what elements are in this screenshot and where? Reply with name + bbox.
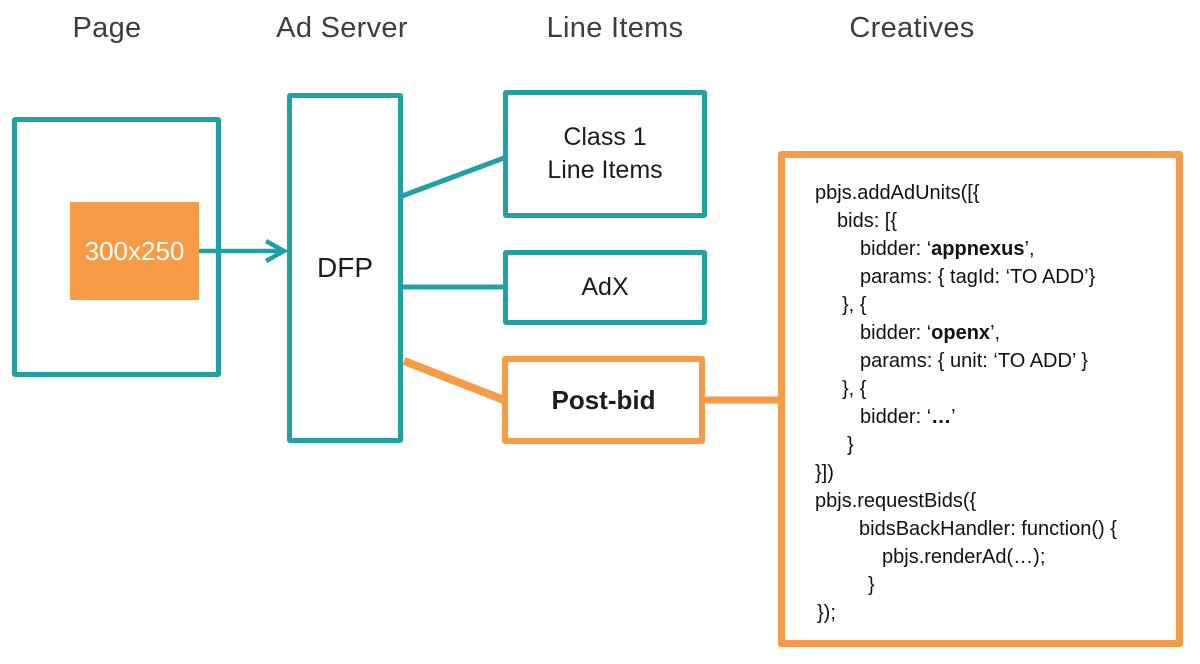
code-line: pbjs.requestBids({ [815,490,977,512]
code-line: }, { [842,294,867,316]
code-line: pbjs.addAdUnits([{ [815,182,980,204]
code-line: bids: [{ [837,210,898,232]
code-line: }]) [815,462,834,484]
code-line: }); [817,602,836,624]
heading-line-items: Line Items [546,12,684,44]
code-line: } [868,574,875,596]
arrowhead-adslot-dfp [264,239,289,263]
code-block: pbjs.addAdUnits([{ bids: [{ bidder: ‘appne… [778,151,1183,647]
heading-creatives: Creatives [849,12,975,44]
code-line: pbjs.renderAd(…); [882,546,1046,568]
class1-line-items-box: Class 1 Line Items [503,90,707,218]
adx-box: AdX [503,250,707,325]
code-line: bidder: ‘…’ [860,406,956,428]
postbid-box: Post-bid [502,356,705,444]
class1-label-line1: Class 1 [563,123,647,151]
code-line: } [847,434,854,456]
heading-ad-server: Ad Server [276,12,408,44]
dfp-label: DFP [317,252,373,283]
dfp-box: DFP [287,93,403,443]
heading-page: Page [72,12,142,44]
connector-dfp-postbid [402,357,506,404]
code-line: }, { [842,378,867,400]
code-line: params: { tagId: ‘TO ADD’} [860,266,1096,288]
class1-label-line2: Line Items [547,156,663,184]
adx-label: AdX [581,273,629,301]
code-line: params: { unit: ‘TO ADD’ } [860,350,1088,372]
connector-dfp-class1 [401,155,505,199]
ad-slot-box: 300x250 [70,202,199,300]
code-line: bidder: ‘appnexus’, [860,238,1035,260]
ad-slot-label: 300x250 [84,235,185,266]
postbid-label: Post-bid [551,384,656,415]
code-line: bidder: ‘openx’, [860,322,1001,344]
code-line: bidsBackHandler: function() { [859,518,1117,540]
